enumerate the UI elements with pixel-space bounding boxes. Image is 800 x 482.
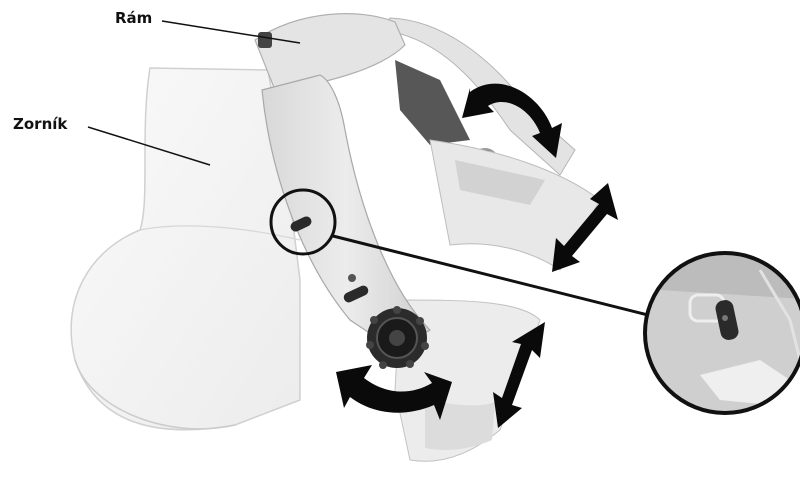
detail-zoom-circle-icon — [643, 251, 800, 415]
frame-label: Rám — [115, 9, 153, 27]
visor-label: Zorník — [13, 115, 68, 133]
detail-marker-circle — [269, 188, 337, 256]
visor-label-line — [87, 126, 211, 166]
curved-double-arrow-icon-top — [462, 83, 562, 158]
frame-label-line — [161, 20, 301, 44]
callout-leader-line — [332, 234, 653, 318]
frame — [254, 13, 431, 351]
visor — [70, 67, 301, 431]
straight-double-arrow-icon-lower — [493, 322, 545, 428]
head-strap-rear — [429, 139, 601, 271]
straight-double-arrow-icon-rear — [552, 183, 618, 272]
visor-pin-lower — [343, 285, 369, 303]
slot-screw — [348, 274, 356, 282]
curved-double-arrow-icon-bottom — [336, 365, 452, 420]
callout — [269, 188, 800, 415]
ratchet-knob-icon — [366, 306, 429, 369]
visor-pin-upper — [290, 216, 312, 232]
